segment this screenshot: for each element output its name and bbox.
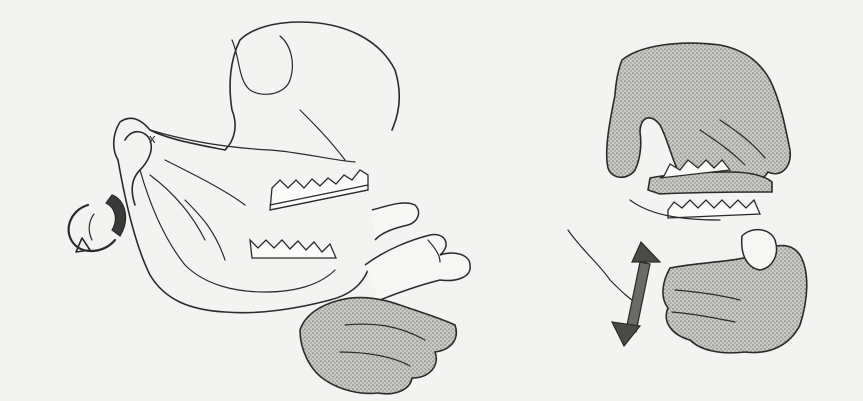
lower-teeth [250,240,336,258]
rotation-arrow-icon [69,195,126,252]
mid-fingers [365,235,470,300]
vertical-arrow-icon [612,242,660,346]
maxilla-contour [150,110,355,162]
left-panel: x [69,22,471,394]
joint-marker-x: x [149,131,156,146]
upper-hand [607,43,791,187]
upper-finger [372,203,419,240]
right-panel [568,43,807,353]
lower-teeth-right [668,200,760,218]
supporting-hand [300,298,456,394]
eye-socket [232,36,292,94]
skull-outline [114,22,400,160]
ramus-lines [150,160,245,260]
upper-teeth [270,170,368,210]
